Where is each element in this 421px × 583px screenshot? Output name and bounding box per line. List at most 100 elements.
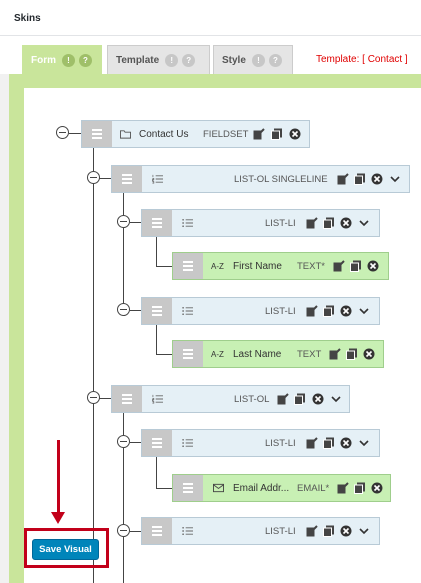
delete-icon[interactable] — [340, 437, 352, 449]
tree-node-list-li[interactable]: LIST-LI — [141, 517, 380, 545]
edit-icon[interactable] — [337, 173, 349, 185]
tree-node-list-ol[interactable]: LIST-OL — [111, 385, 350, 413]
help-icon[interactable]: ? — [182, 53, 196, 67]
copy-icon[interactable] — [354, 482, 366, 494]
tree-connector — [130, 442, 142, 443]
tree-node-field-first-name[interactable]: A-Z First Name TEXT* — [172, 252, 389, 280]
drag-handle[interactable] — [112, 166, 142, 192]
drag-handle[interactable] — [82, 121, 112, 147]
tree-connector — [123, 410, 124, 583]
chevron-down-icon[interactable] — [330, 393, 342, 405]
edit-icon[interactable] — [337, 482, 349, 494]
tree-node-list-li[interactable]: LIST-LI — [141, 429, 380, 457]
tree-node-list-li[interactable]: LIST-LI — [141, 209, 380, 237]
delete-icon[interactable] — [371, 482, 383, 494]
tree-node-list-li[interactable]: LIST-LI — [141, 297, 380, 325]
collapse-toggle[interactable] — [117, 215, 130, 228]
collapse-toggle[interactable] — [56, 126, 69, 139]
node-type: TEXT — [297, 349, 322, 360]
chevron-down-icon[interactable] — [389, 173, 401, 185]
chevron-down-icon[interactable] — [358, 305, 370, 317]
collapse-toggle[interactable] — [87, 391, 100, 404]
save-visual-button[interactable]: Save Visual — [32, 539, 99, 560]
node-label: Email Addr... — [233, 483, 290, 494]
delete-icon[interactable] — [289, 128, 301, 140]
copy-icon[interactable] — [323, 305, 335, 317]
chevron-down-icon[interactable] — [358, 437, 370, 449]
delete-icon[interactable] — [340, 217, 352, 229]
help-icon[interactable]: ? — [79, 53, 92, 67]
tree-node-field-email[interactable]: Email Addr... EMAIL* — [172, 474, 391, 502]
edit-icon[interactable] — [333, 260, 345, 272]
node-type: LIST-LI — [265, 438, 296, 449]
copy-icon[interactable] — [271, 128, 283, 140]
edit-icon[interactable] — [306, 525, 318, 537]
drag-handle[interactable] — [142, 430, 172, 456]
node-type: LIST-LI — [265, 218, 296, 229]
delete-icon[interactable] — [340, 305, 352, 317]
edit-icon[interactable] — [329, 348, 341, 360]
tree-node-list-ol[interactable]: LIST-OL SINGLELINE — [111, 165, 410, 193]
tree-node-fieldset[interactable]: Contact Us FIELDSET — [81, 120, 310, 148]
copy-icon[interactable] — [354, 173, 366, 185]
collapse-toggle[interactable] — [117, 303, 130, 316]
annotation-highlight-box — [24, 528, 109, 568]
help-icon[interactable]: ? — [268, 53, 282, 67]
annotation-arrow — [57, 440, 60, 515]
node-type: LIST-OL SINGLELINE — [234, 174, 328, 185]
copy-icon[interactable] — [323, 217, 335, 229]
info-icon[interactable]: ! — [62, 53, 75, 67]
drag-handle[interactable] — [142, 210, 172, 236]
drag-handle[interactable] — [142, 298, 172, 324]
copy-icon[interactable] — [323, 437, 335, 449]
drag-handle[interactable] — [173, 475, 203, 501]
drag-handle[interactable] — [142, 518, 172, 544]
collapse-toggle[interactable] — [87, 171, 100, 184]
collapse-toggle[interactable] — [117, 435, 130, 448]
info-icon[interactable]: ! — [251, 53, 265, 67]
edit-icon[interactable] — [253, 128, 265, 140]
tree-connector — [156, 454, 157, 488]
tab-form-label: Form — [31, 54, 56, 66]
drag-handle[interactable] — [173, 253, 203, 279]
info-icon[interactable]: ! — [165, 53, 179, 67]
tree-connector — [130, 222, 142, 223]
collapse-toggle[interactable] — [117, 524, 130, 537]
copy-icon[interactable] — [346, 348, 358, 360]
drag-handle[interactable] — [112, 386, 142, 412]
tab-form[interactable]: Form ! ? — [22, 45, 102, 74]
tree-node-field-last-name[interactable]: A-Z Last Name TEXT — [172, 340, 384, 368]
node-type: LIST-LI — [265, 526, 296, 537]
ordered-list-icon — [152, 394, 163, 404]
list-icon — [182, 438, 193, 448]
copy-icon[interactable] — [350, 260, 362, 272]
tree-connector — [156, 322, 157, 354]
delete-icon[interactable] — [363, 348, 375, 360]
node-label: Last Name — [233, 349, 282, 360]
delete-icon[interactable] — [340, 525, 352, 537]
delete-icon[interactable] — [371, 173, 383, 185]
node-label: Contact Us — [139, 129, 189, 140]
tab-template[interactable]: Template ! ? — [107, 45, 210, 74]
az-icon: A-Z — [211, 262, 224, 271]
tab-style-label: Style — [222, 54, 246, 66]
edit-icon[interactable] — [306, 217, 318, 229]
chevron-down-icon[interactable] — [358, 525, 370, 537]
annotation-arrow-head — [51, 512, 65, 524]
copy-icon[interactable] — [294, 393, 306, 405]
edit-icon[interactable] — [277, 393, 289, 405]
chevron-down-icon[interactable] — [358, 217, 370, 229]
tree-connector — [156, 488, 172, 489]
envelope-icon — [213, 483, 224, 493]
tree-connector — [156, 234, 157, 266]
edit-icon[interactable] — [306, 437, 318, 449]
tree-connector — [93, 145, 94, 583]
node-type: LIST-LI — [265, 306, 296, 317]
drag-handle[interactable] — [173, 341, 203, 367]
copy-icon[interactable] — [323, 525, 335, 537]
tree-connector — [130, 531, 142, 532]
delete-icon[interactable] — [312, 393, 324, 405]
edit-icon[interactable] — [306, 305, 318, 317]
delete-icon[interactable] — [367, 260, 379, 272]
tab-style[interactable]: Style ! ? — [213, 45, 293, 74]
